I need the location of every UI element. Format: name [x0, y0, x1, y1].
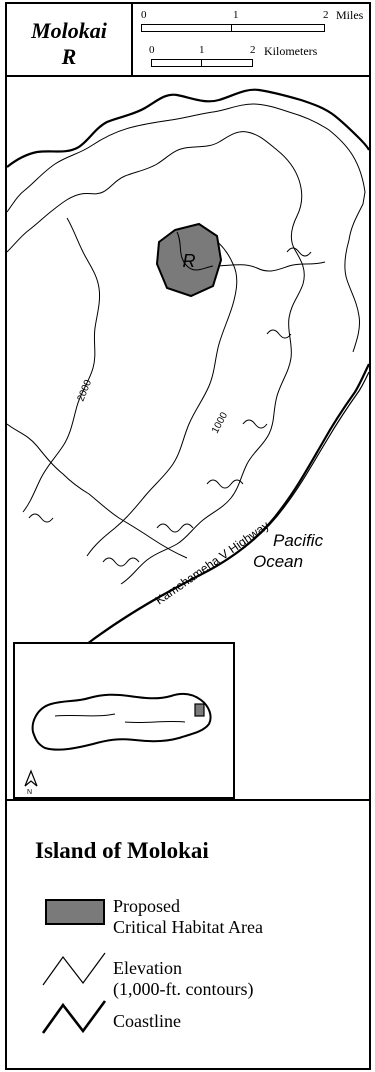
inset-critical-habitat: [194, 703, 205, 717]
main-map: R 2000 1000 Kamehameha V Highway Pacific…: [7, 88, 369, 645]
ocean-label-line2: Ocean: [253, 552, 303, 571]
stream: [212, 261, 326, 272]
map-subtitle: R: [61, 44, 77, 69]
site-label: R: [183, 251, 196, 271]
highway: [92, 371, 369, 640]
legend: Island of Molokai Proposed Critical Habi…: [7, 799, 369, 1068]
miles-tick-2: 2: [323, 9, 329, 21]
legend-title: Island of Molokai: [35, 838, 209, 863]
thick-zigzag-icon: [41, 1000, 107, 1034]
map-frame: Molokai R 0 1 2 Miles 0 1 2 Kilometers: [5, 2, 371, 1070]
thin-zigzag-icon: [42, 952, 106, 986]
scale-box: 0 1 2 Miles 0 1 2 Kilometers: [131, 4, 369, 77]
miles-tick-1: 1: [233, 9, 239, 21]
legend-coastline-line1: Coastline: [113, 1011, 181, 1031]
contour-2000: [7, 131, 305, 585]
critical-habitat-area: [155, 222, 223, 298]
km-tick-0: 0: [149, 44, 155, 56]
inset-island-outline: [31, 692, 212, 751]
north-label: N: [27, 789, 32, 796]
miles-bar-segment-2: [231, 24, 325, 32]
inset-map-drawing: N: [24, 692, 212, 796]
contour-label-1000: 1000: [210, 410, 230, 435]
shaded-box-icon: [45, 899, 105, 925]
legend-habitat-line1: Proposed: [113, 896, 180, 916]
km-tick-1: 1: [199, 44, 205, 56]
title-box: Molokai R: [7, 4, 133, 77]
miles-tick-0: 0: [141, 9, 147, 21]
legend-elevation-line1: Elevation: [113, 958, 182, 978]
contour-1000: [7, 103, 366, 559]
inset-map: N: [13, 642, 235, 799]
miles-bar-segment-1: [141, 24, 233, 32]
ocean-label-line1: Pacific: [273, 531, 324, 550]
map-title: Molokai: [31, 18, 107, 43]
legend-habitat-line2: Critical Habitat Area: [113, 917, 263, 937]
coastline-south: [86, 363, 369, 645]
km-unit: Kilometers: [264, 44, 318, 58]
miles-unit: Miles: [336, 8, 364, 22]
km-bar-segment-1: [151, 59, 203, 67]
contour-label-2000: 2000: [76, 378, 95, 403]
km-tick-2: 2: [250, 44, 256, 56]
north-arrow-icon: [24, 769, 38, 787]
km-bar-segment-2: [201, 59, 253, 67]
coastline: [7, 88, 369, 168]
legend-elevation-line2: (1,000-ft. contours): [113, 979, 254, 999]
contour-detail: [28, 247, 312, 567]
